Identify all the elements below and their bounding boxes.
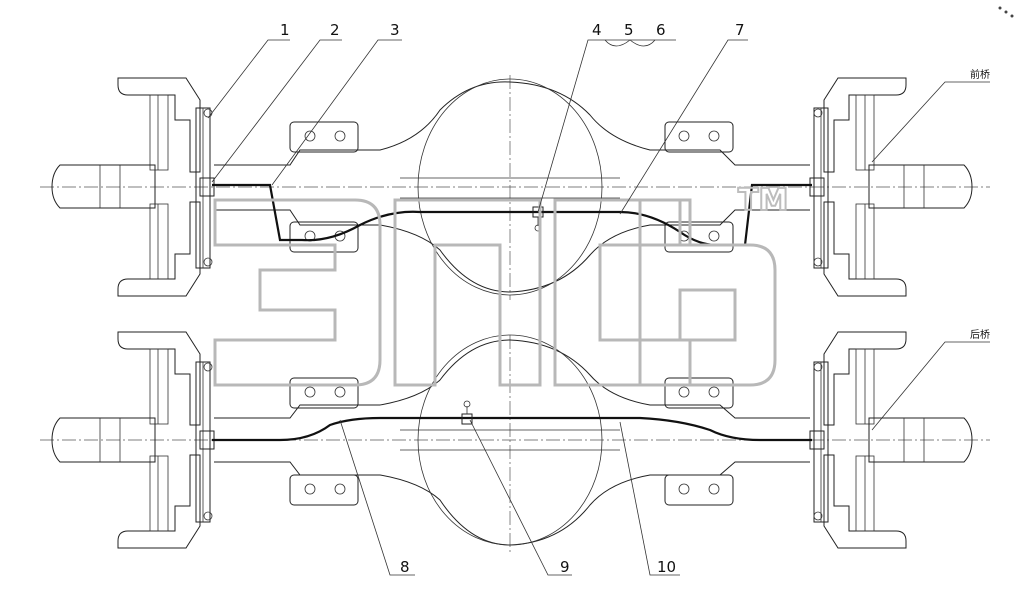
callout-leaders [207, 39, 990, 576]
rear-axle [40, 331, 990, 555]
callout-5: 5 [624, 21, 634, 39]
watermark-logo: TM [213, 182, 789, 387]
rear-right-wheel [809, 331, 973, 549]
rear-axle-label: 后桥 [970, 329, 990, 341]
callout-7: 7 [735, 21, 745, 39]
callout-1: 1 [280, 21, 290, 39]
callout-6: 6 [656, 21, 666, 39]
callout-10: 10 [657, 558, 676, 576]
callout-labels: 1 2 3 4 5 6 7 8 9 10 前桥 后桥 [280, 21, 990, 576]
callout-8: 8 [400, 558, 410, 576]
front-brake-line [212, 183, 812, 247]
front-axle [40, 75, 990, 300]
front-right-wheel [809, 77, 973, 297]
callout-4: 4 [592, 21, 602, 39]
callout-2: 2 [330, 21, 340, 39]
rear-brake-line [212, 400, 812, 442]
callout-9: 9 [560, 558, 570, 576]
watermark-trademark: TM [738, 183, 788, 218]
corner-marks [998, 6, 1014, 18]
rear-axle-housing [214, 334, 810, 546]
front-axle-label: 前桥 [970, 68, 990, 81]
rear-left-wheel [51, 331, 215, 549]
front-axle-housing [214, 78, 810, 296]
callout-3: 3 [390, 21, 400, 39]
